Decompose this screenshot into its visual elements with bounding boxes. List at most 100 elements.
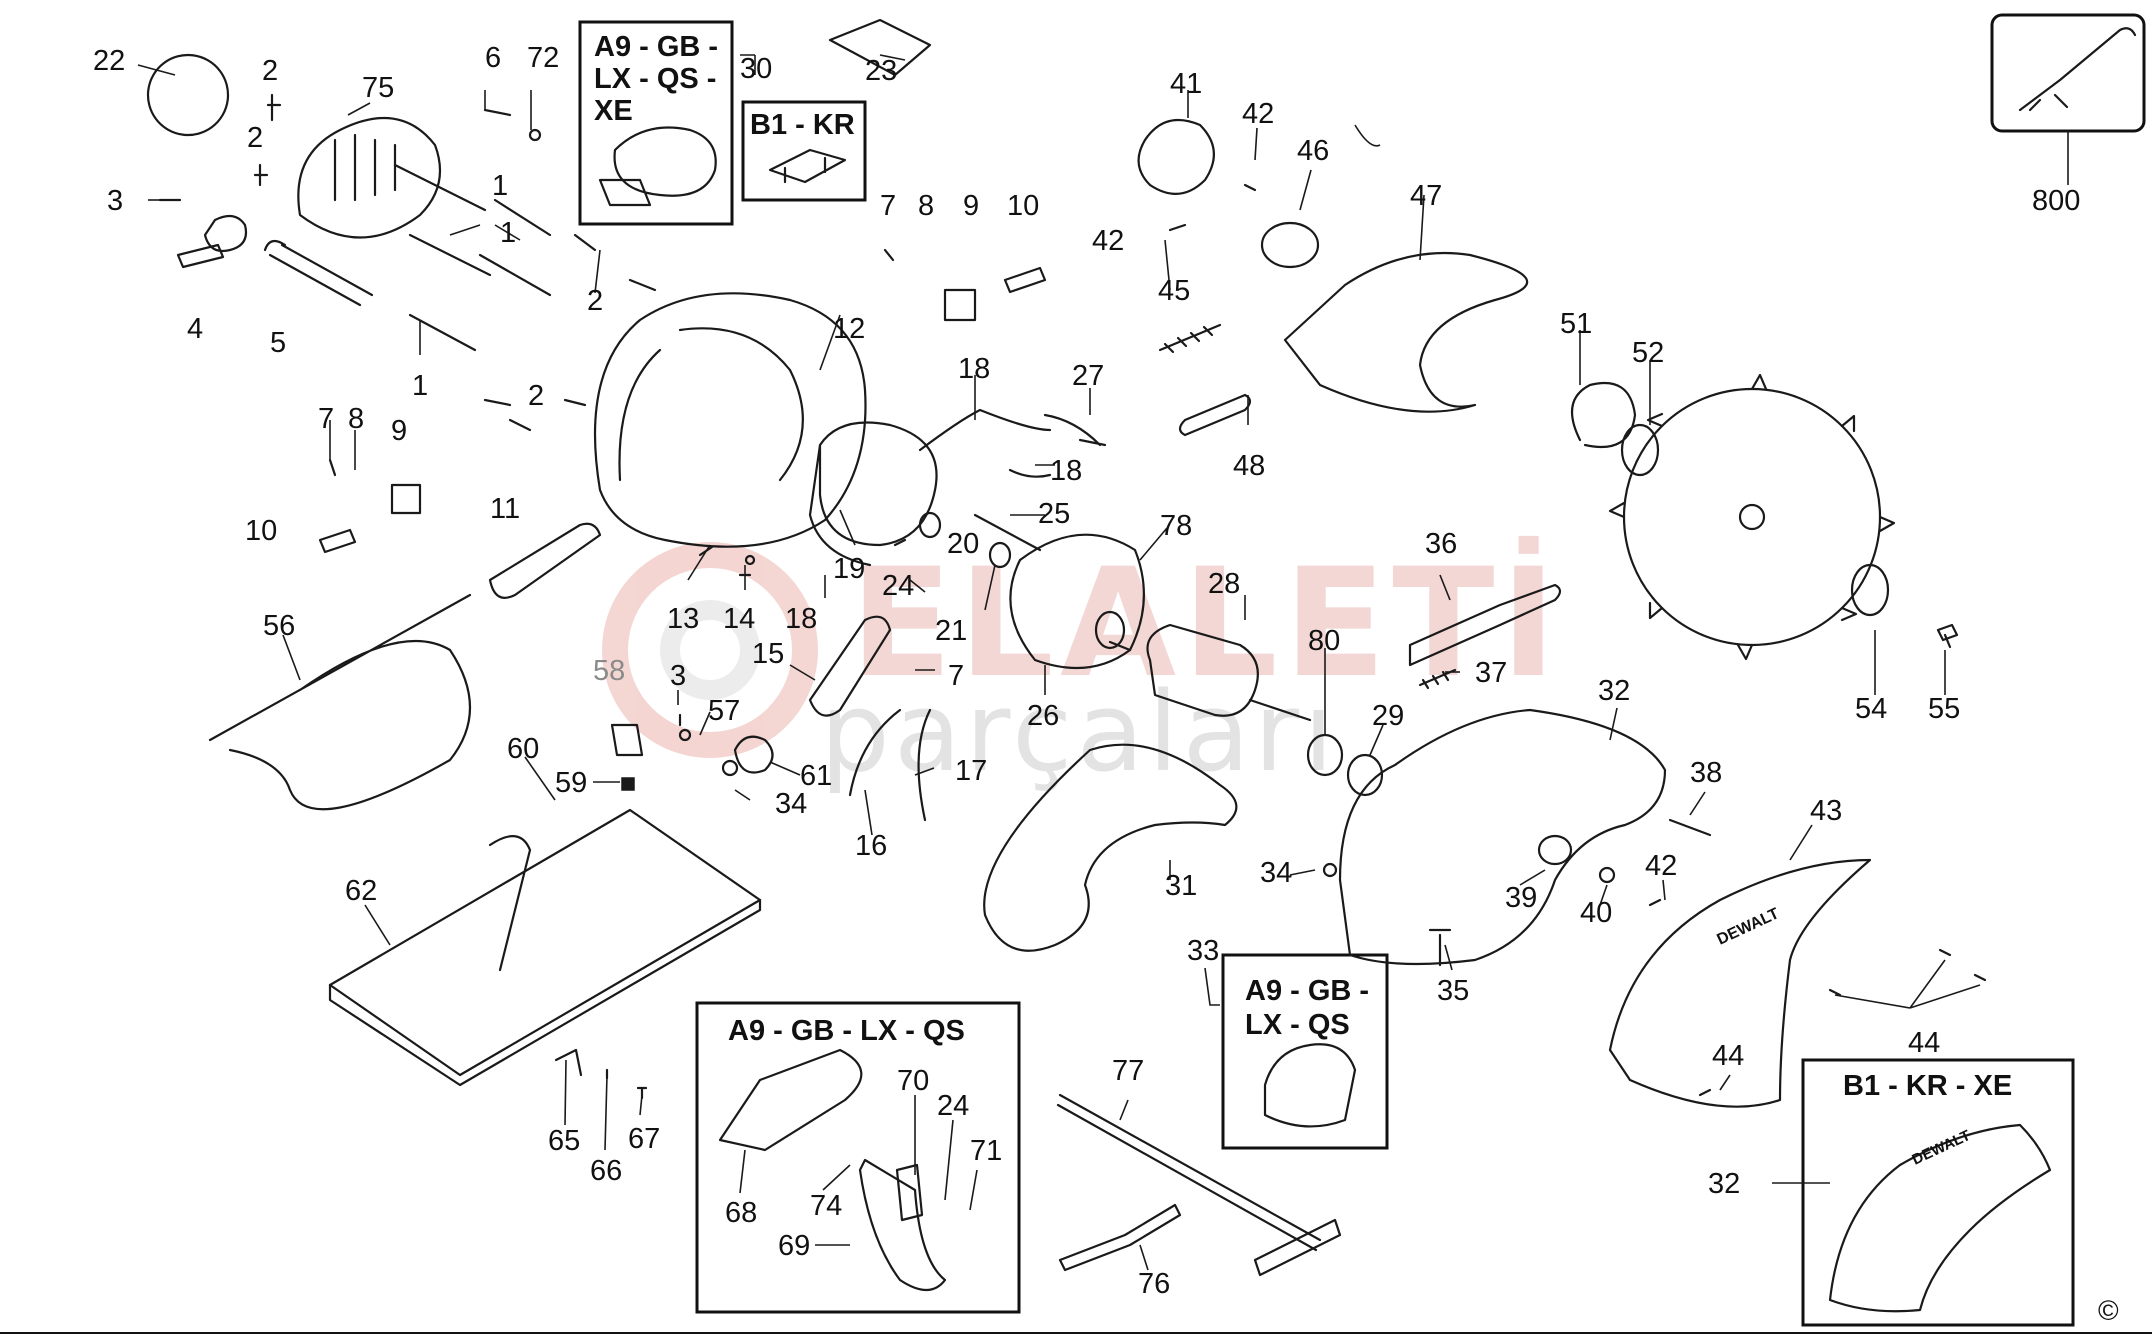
callout-42c: 42 <box>1645 850 1677 882</box>
part-20-washer-icon <box>918 511 942 539</box>
small-screws-group <box>158 93 1987 1097</box>
variant-box-33-line1: A9 - GB - <box>1245 975 1369 1007</box>
callout-13: 13 <box>667 603 699 635</box>
part-35-pin-icon <box>1428 928 1452 967</box>
callout-5: 5 <box>270 327 286 359</box>
variant-box-33-line2: LX - QS <box>1245 1009 1350 1041</box>
callout-38: 38 <box>1690 757 1722 789</box>
callout-18c: 18 <box>785 603 817 635</box>
part-5-shaft-icon <box>263 239 374 307</box>
callout-18b: 18 <box>1050 455 1082 487</box>
callout-42: 42 <box>1242 98 1274 130</box>
callout-30: 30 <box>740 53 772 85</box>
watermark: ELALETİ parçaları <box>602 535 1562 796</box>
callout-51: 51 <box>1560 308 1592 340</box>
part-19-stator-icon <box>808 421 938 567</box>
callout-59: 59 <box>555 767 587 799</box>
variant-box-32b: B1 - KR - XE <box>1801 1058 2075 1327</box>
part-47-lower-guard-icon <box>1283 251 1529 413</box>
callout-26: 26 <box>1027 700 1059 732</box>
part-22-label-icon <box>146 53 230 137</box>
dust-port-icon <box>1263 1043 1357 1128</box>
part-21-washer-icon <box>988 541 1012 569</box>
callout-9b: 9 <box>391 415 407 447</box>
callout-2d: 2 <box>528 380 544 412</box>
part-12-motor-housing-icon <box>594 292 867 548</box>
callout-70: 70 <box>897 1065 929 1097</box>
item-800-box <box>1990 13 2146 185</box>
part-4-clamp-lever-icon <box>176 214 248 269</box>
callout-8b: 8 <box>348 403 364 435</box>
callout-11: 11 <box>490 493 520 525</box>
part-77-rip-fence-icon <box>1056 1093 1342 1277</box>
watermark-line2: parçaları <box>820 668 1338 796</box>
part-32-upper-guard-icon <box>1338 708 1667 966</box>
callout-77: 77 <box>1112 1055 1144 1087</box>
callout-42b: 42 <box>1092 225 1124 257</box>
callout-2c: 2 <box>587 285 603 317</box>
variant-box-30-line3: XE <box>594 95 633 127</box>
callout-3b: 3 <box>670 660 686 692</box>
part-62-shoe-plate-icon <box>328 808 762 1087</box>
variant-box-30-line1: A9 - GB - <box>594 31 718 63</box>
variant-box-33: A9 - GB - LX - QS <box>1221 953 1389 1150</box>
callout-44b: 44 <box>1712 1040 1744 1072</box>
callout-8: 8 <box>918 190 934 222</box>
part-43-lower-blade-guard-icon <box>1608 858 1872 1108</box>
callout-14: 14 <box>723 603 755 635</box>
callout-20: 20 <box>947 528 979 560</box>
part-23-manual-icon <box>828 18 932 77</box>
callout-41: 41 <box>1170 68 1202 100</box>
part-76-bracket-icon <box>1058 1203 1182 1272</box>
callout-44: 44 <box>1908 1027 1940 1059</box>
callout-1: 1 <box>492 170 508 202</box>
callout-17: 17 <box>955 755 987 787</box>
callout-24b: 24 <box>937 1090 969 1122</box>
dewalt-logo-guard: DEWALT <box>1715 905 1783 949</box>
callout-60: 60 <box>507 733 539 765</box>
part-40-washer-icon <box>1598 866 1616 884</box>
callout-19: 19 <box>833 553 865 585</box>
variant-box-30b: B1 - KR <box>741 100 867 202</box>
callout-2b: 2 <box>247 122 263 154</box>
part-15-switch-icon <box>808 615 892 717</box>
part-36-guard-lever-icon <box>1408 583 1562 667</box>
part-9b-brush-holder-icon <box>390 483 422 515</box>
part-16-wire-icon <box>848 708 902 797</box>
callout-2: 2 <box>262 55 278 87</box>
callout-68: 68 <box>725 1197 757 1229</box>
watermark-gear-icon <box>602 542 818 758</box>
part-38-pin-icon <box>1668 818 1712 837</box>
callout-75: 75 <box>362 72 394 104</box>
part-70-clamp-plate-icon <box>895 1163 924 1222</box>
callout-1b: 1 <box>500 217 516 249</box>
part-11-handle-tube-icon <box>488 522 602 599</box>
part-58-button-icon <box>610 723 644 757</box>
callout-18: 18 <box>958 353 990 385</box>
callout-7c: 7 <box>948 660 964 692</box>
callout-72: 72 <box>527 42 559 74</box>
part-1-long-screw-icon <box>393 163 492 277</box>
part-65-bracket-icon <box>554 1048 583 1077</box>
callout-45: 45 <box>1158 275 1190 307</box>
callout-16: 16 <box>855 830 887 862</box>
part-51-circlip-icon <box>1570 381 1637 449</box>
callout-66: 66 <box>590 1155 622 1187</box>
part-29-o-ring-icon <box>1346 753 1384 797</box>
callout-27: 27 <box>1072 360 1104 392</box>
callout-24: 24 <box>882 570 914 602</box>
callout-7: 7 <box>880 190 896 222</box>
callout-34: 34 <box>775 788 807 820</box>
watermark-line1: ELALETİ <box>850 535 1562 711</box>
part-54-outer-flange-icon <box>1850 563 1890 617</box>
callout-800: 800 <box>2032 185 2080 217</box>
callout-32b: 32 <box>1708 1168 1740 1200</box>
variant-box-bottom: A9 - GB - LX - QS <box>695 1001 1021 1314</box>
callout-37: 37 <box>1475 657 1507 689</box>
callout-71: 71 <box>970 1135 1002 1167</box>
callout-78: 78 <box>1160 510 1192 542</box>
callout-23: 23 <box>865 55 897 87</box>
callout-69: 69 <box>778 1230 810 1262</box>
callout-4: 4 <box>187 313 203 345</box>
variant-box-32b-label: B1 - KR - XE <box>1843 1070 2012 1102</box>
